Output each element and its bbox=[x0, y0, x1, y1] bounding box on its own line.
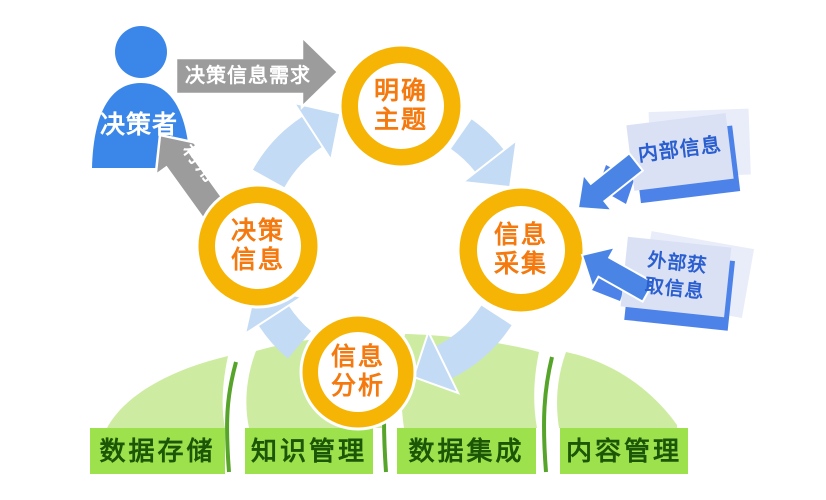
foundation-band-1 bbox=[90, 428, 225, 474]
external-card-front bbox=[620, 236, 732, 318]
foundation-band-3 bbox=[397, 428, 536, 474]
source-card-external bbox=[592, 231, 755, 331]
cycle-arrowhead-to-analyze bbox=[412, 329, 461, 395]
demand-arrow bbox=[174, 34, 340, 110]
source-arrow-internal bbox=[576, 151, 645, 212]
cycle-arrowhead-to-collect bbox=[460, 137, 518, 189]
source-card-internal bbox=[598, 108, 751, 204]
foundation-gap-line-3 bbox=[542, 356, 554, 473]
cycle-node-collect-info-inner bbox=[477, 206, 565, 294]
internal-card-front bbox=[626, 113, 734, 191]
foundation-slope-1 bbox=[107, 356, 228, 428]
cycle-arrowhead-to-topic bbox=[291, 101, 342, 163]
cycle-arc-bottom-right bbox=[434, 305, 512, 379]
foundation-slope-4 bbox=[557, 352, 677, 428]
cycle-arc-top-right bbox=[450, 119, 504, 173]
person-head-icon bbox=[115, 26, 167, 78]
cycle-nodes bbox=[195, 43, 586, 431]
foundation-band-4 bbox=[560, 428, 688, 474]
foundation-gap-line-1 bbox=[225, 361, 238, 473]
source-arrow-external bbox=[580, 245, 655, 303]
cycle-node-decision-info-inner bbox=[215, 203, 301, 289]
cycle-node-analyze-info-inner bbox=[318, 332, 398, 412]
cycle-arc-bottom-left bbox=[258, 305, 312, 359]
foundation-band-2 bbox=[245, 428, 373, 474]
cycle-node-define-topic-inner bbox=[358, 63, 444, 149]
cycle-arc-top-left bbox=[252, 116, 323, 188]
cycle-arrows bbox=[243, 101, 518, 395]
